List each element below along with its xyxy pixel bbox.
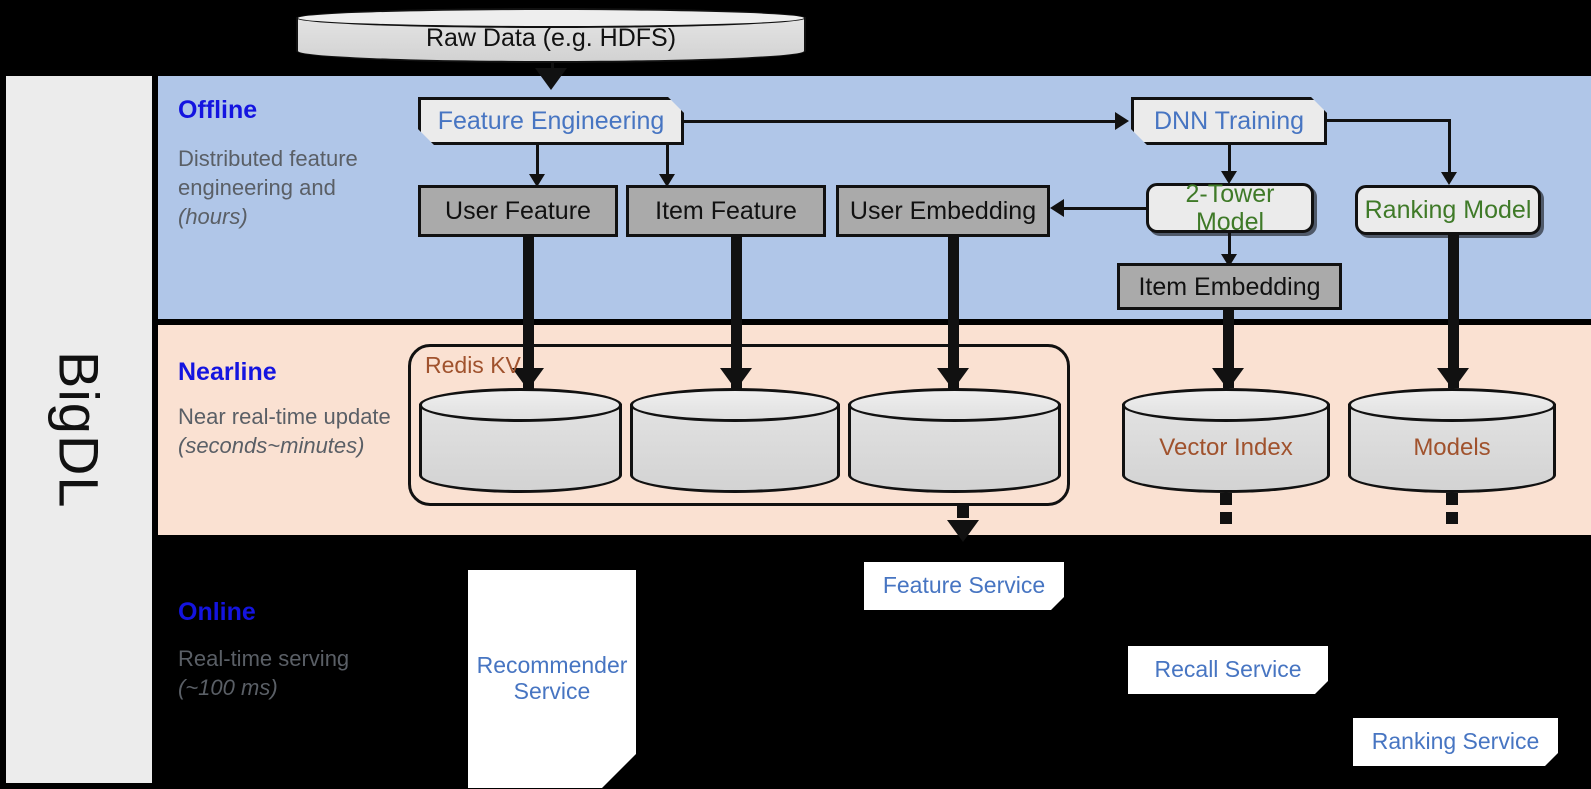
online-title: Online — [178, 598, 256, 626]
feature-engineering-label: Feature Engineering — [437, 107, 665, 135]
recommender-service-note[interactable]: Recommender Service — [468, 570, 636, 788]
arrowhead-itemfeature-redis — [720, 368, 752, 390]
nearline-description: Near real-time update (seconds~minutes) — [178, 404, 391, 459]
cylinder-top — [630, 388, 840, 422]
recall-service-label: Recall Service — [1154, 656, 1302, 683]
user-feature-label: User Feature — [445, 197, 591, 225]
connector-2tower-userembedding — [1064, 207, 1148, 210]
feature-service-note[interactable]: Feature Service — [864, 562, 1064, 610]
arrowhead-fe-dnn — [1115, 112, 1129, 130]
connector-dnn-ranking-v — [1448, 119, 1451, 179]
connector-dnn-2tower — [1228, 145, 1231, 178]
arrowhead-userembedding-redis — [937, 368, 969, 390]
arrowhead-redis-featureservice — [947, 520, 979, 542]
connector-dnn-ranking-h — [1327, 119, 1451, 122]
offline-description: Distributed feature engineering and (hou… — [178, 146, 358, 230]
dnn-training-label: DNN Training — [1153, 107, 1305, 135]
arrowhead-dnn-ranking — [1441, 172, 1457, 185]
user-embedding-box[interactable]: User Embedding — [836, 185, 1050, 237]
pipe-itemfeature-redis — [731, 237, 742, 389]
ranking-service-label: Ranking Service — [1371, 728, 1540, 755]
models-label: Models — [1413, 433, 1491, 461]
dash-vectorindex-2 — [1220, 512, 1232, 524]
arrowhead-userfeature-redis — [512, 368, 544, 390]
feature-engineering-box[interactable]: Feature Engineering — [418, 97, 684, 145]
cylinder-top — [419, 388, 622, 422]
models-cylinder[interactable]: Models — [1348, 388, 1556, 493]
raw-data-label: Raw Data (e.g. HDFS) — [425, 24, 677, 52]
redis-cylinder-user-embedding[interactable] — [848, 388, 1061, 493]
cylinder-top — [848, 388, 1061, 422]
cylinder-top — [1348, 388, 1556, 422]
recommender-service-label: Recommender Service — [476, 652, 628, 704]
cylinder-top — [1122, 388, 1330, 422]
redis-kv-label: Redis KV — [425, 352, 521, 378]
cylinder-top — [296, 8, 806, 28]
vector-index-label: Vector Index — [1159, 433, 1293, 461]
user-embedding-label: User Embedding — [849, 197, 1037, 225]
connector-fe-dnn — [684, 120, 1117, 123]
arrowhead-itemembedding-vector — [1212, 368, 1244, 390]
ranking-model-label: Ranking Model — [1364, 196, 1532, 224]
redis-cylinder-item-feature[interactable] — [630, 388, 840, 493]
dnn-training-box[interactable]: DNN Training — [1131, 97, 1327, 145]
dash-vectorindex-1 — [1220, 493, 1232, 505]
ranking-service-note[interactable]: Ranking Service — [1353, 718, 1558, 766]
arrowhead-fe-userfeature — [529, 174, 545, 187]
pipe-rankingmodel-models — [1448, 235, 1459, 388]
offline-title: Offline — [178, 96, 258, 124]
arrowhead-rankingmodel-models — [1437, 368, 1469, 390]
recall-service-note[interactable]: Recall Service — [1128, 646, 1328, 694]
connector-fe-itemfeature — [666, 145, 669, 180]
pipe-itemembedding-vector — [1223, 310, 1234, 388]
item-embedding-label: Item Embedding — [1138, 272, 1321, 301]
item-embedding-box[interactable]: Item Embedding — [1117, 263, 1342, 310]
connector-fe-userfeature — [536, 145, 539, 180]
connector-2tower-itememb — [1228, 233, 1231, 261]
ranking-model-box[interactable]: Ranking Model — [1355, 185, 1541, 235]
dash-models-1 — [1446, 493, 1458, 505]
raw-data-cylinder[interactable]: Raw Data (e.g. HDFS) — [296, 8, 806, 63]
bigdl-label: BigDL — [47, 350, 111, 509]
pipe-userembedding-redis — [948, 237, 959, 389]
arrowhead-dnn-2tower — [1221, 171, 1237, 184]
bigdl-sidebar: BigDL — [6, 76, 152, 783]
two-tower-model-box[interactable]: 2-Tower Model — [1146, 180, 1314, 236]
arrowhead-fe-itemfeature — [659, 174, 675, 187]
two-tower-model-label: 2-Tower Model — [1185, 180, 1275, 236]
pipe-userfeature-redis — [523, 237, 534, 389]
item-feature-label: Item Feature — [655, 197, 797, 225]
dash-redis-featureservice — [957, 506, 969, 518]
vector-index-cylinder[interactable]: Vector Index — [1122, 388, 1330, 493]
redis-kv-container[interactable] — [408, 344, 1070, 506]
arrowhead-2tower-userembedding — [1050, 199, 1064, 217]
item-feature-box[interactable]: Item Feature — [626, 185, 826, 237]
feature-service-label: Feature Service — [882, 572, 1046, 599]
nearline-title: Nearline — [178, 358, 277, 386]
arrowhead-rawdata-fe — [535, 68, 567, 90]
redis-cylinder-user-feature[interactable] — [419, 388, 622, 493]
dash-models-2 — [1446, 512, 1458, 524]
online-description: Real-time serving (~100 ms) — [178, 646, 350, 701]
user-feature-box[interactable]: User Feature — [418, 185, 618, 237]
